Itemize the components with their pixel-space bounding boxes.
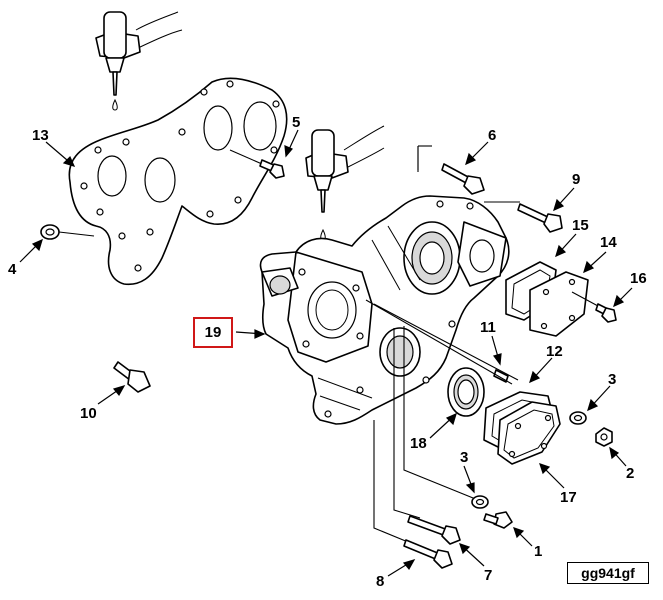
callout-arrows xyxy=(19,129,633,577)
callout-16: 16 xyxy=(630,270,647,287)
callout-12: 12 xyxy=(546,343,563,360)
cover-17 xyxy=(497,401,561,465)
callout-9: 9 xyxy=(572,171,580,188)
callout-19-label: 19 xyxy=(204,324,222,341)
sealant-applicator-center xyxy=(305,125,385,241)
callout-5: 5 xyxy=(292,114,300,131)
nut-2 xyxy=(595,427,613,447)
washer-4 xyxy=(40,224,95,240)
callout-15: 15 xyxy=(572,217,589,234)
washer-3-bottom xyxy=(471,495,489,509)
callout-18: 18 xyxy=(410,435,427,452)
callout-1: 1 xyxy=(534,543,542,560)
washer-3-right xyxy=(569,411,587,425)
callout-3-bottom: 3 xyxy=(460,449,468,466)
gasket-13 xyxy=(68,77,288,286)
callout-14: 14 xyxy=(600,234,617,251)
callout-10: 10 xyxy=(80,405,97,422)
callout-13: 13 xyxy=(32,127,49,144)
callout-8: 8 xyxy=(376,573,384,590)
screw-5 xyxy=(229,149,285,179)
callout-11: 11 xyxy=(480,319,496,336)
callout-labels: 13 4 5 6 9 15 14 16 11 12 3 2 10 18 17 3… xyxy=(8,114,647,590)
callout-19-highlighted: 19 xyxy=(193,317,233,348)
callout-2: 2 xyxy=(626,465,634,482)
callout-3-right: 3 xyxy=(608,371,616,388)
screw-1 xyxy=(483,511,513,529)
cover-14 xyxy=(529,271,589,337)
figure-id-text: gg941gf xyxy=(581,565,635,581)
sealant-applicator-left xyxy=(95,11,183,111)
oil-seal-18 xyxy=(447,367,485,417)
figure-id-label: gg941gf xyxy=(567,562,649,584)
callout-6: 6 xyxy=(488,127,496,144)
screw-6 xyxy=(417,146,485,195)
callout-4: 4 xyxy=(8,261,17,278)
screw-9 xyxy=(484,201,563,233)
callout-7: 7 xyxy=(484,567,492,584)
bolt-10 xyxy=(113,361,151,393)
screw-16 xyxy=(571,291,617,323)
bolt-8 xyxy=(403,539,453,569)
callout-17: 17 xyxy=(560,489,577,506)
bolt-7 xyxy=(407,515,461,545)
